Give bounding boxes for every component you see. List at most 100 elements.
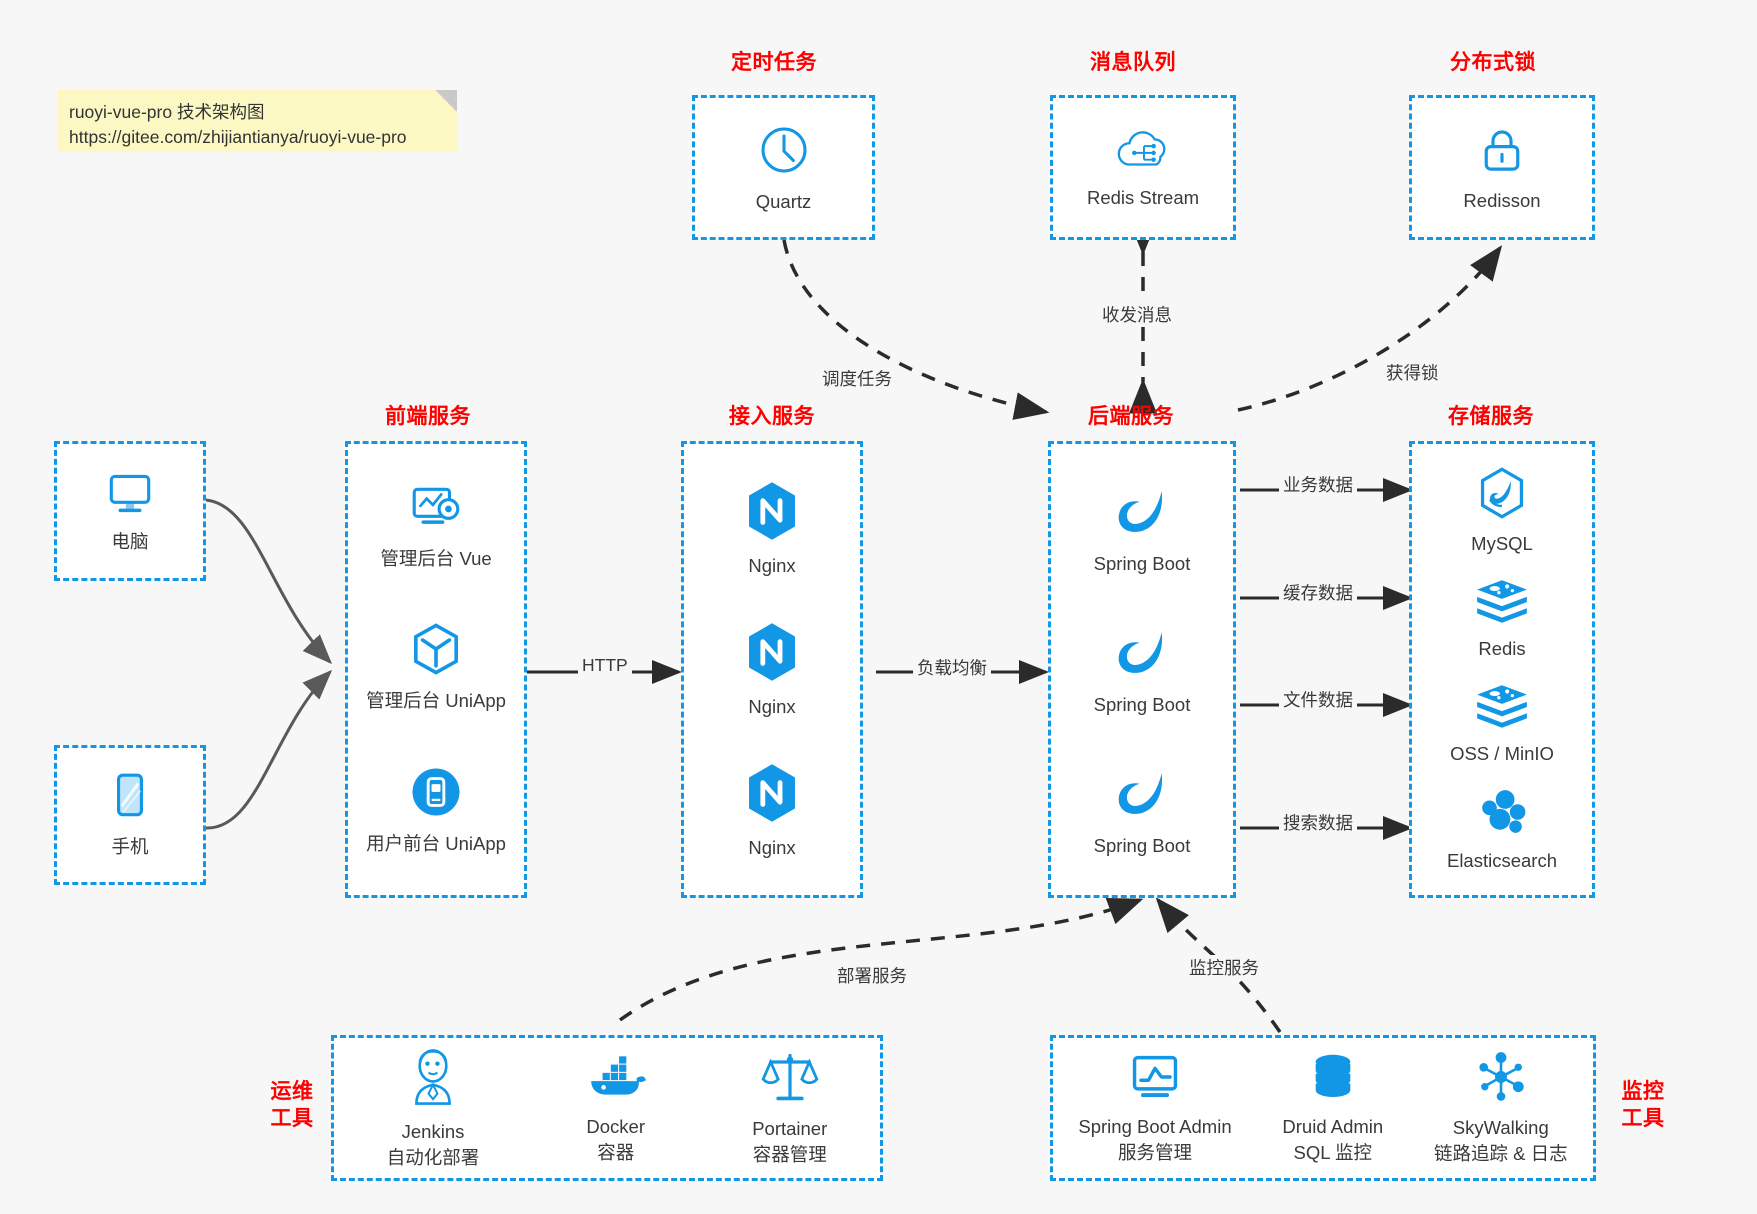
cloud-stream-icon bbox=[1114, 126, 1172, 179]
dashboard-gear-icon bbox=[408, 483, 464, 540]
node-admin-uniapp[interactable]: 管理后台 UniApp bbox=[366, 621, 506, 713]
nginx-icon bbox=[743, 480, 801, 547]
group-gateway-services[interactable]: Nginx Nginx Nginx bbox=[681, 441, 863, 898]
hexagon-cube-icon bbox=[408, 621, 464, 682]
edge-label-deploy-service: 部署服务 bbox=[833, 963, 911, 988]
node-spring-boot-2[interactable]: Spring Boot bbox=[1093, 623, 1191, 717]
node-label: 电脑 bbox=[111, 531, 149, 552]
node-label: Redisson bbox=[1463, 189, 1541, 211]
node-label: Quartz bbox=[755, 190, 812, 212]
node-sublabel: 容器 bbox=[597, 1142, 635, 1163]
monitor-chart-icon bbox=[1127, 1051, 1183, 1108]
group-frontend-services[interactable]: 管理后台 Vue 管理后台 UniApp 用户前台 UniApp bbox=[345, 441, 527, 898]
node-mysql[interactable]: MySQL bbox=[1471, 466, 1533, 556]
node-quartz[interactable]: Quartz bbox=[756, 122, 812, 214]
mysql-dolphin-icon bbox=[1475, 466, 1529, 525]
group-backend-services[interactable]: Spring Boot Spring Boot Spring Boot bbox=[1048, 441, 1236, 898]
node-nginx-2[interactable]: Nginx bbox=[743, 621, 801, 719]
node-nginx-3[interactable]: Nginx bbox=[743, 762, 801, 860]
node-computer[interactable]: 电脑 bbox=[103, 468, 157, 554]
sticky-note: ruoyi-vue-pro 技术架构图 https://gitee.com/zh… bbox=[57, 90, 457, 152]
lock-icon bbox=[1475, 123, 1529, 182]
node-label: Docker bbox=[586, 1116, 646, 1137]
edge-label-search-data: 搜索数据 bbox=[1279, 810, 1357, 835]
docker-whale-icon bbox=[585, 1051, 647, 1108]
heading-devops-tools: 运维 工具 bbox=[262, 1078, 322, 1132]
group-devops-tools[interactable]: Jenkins 自动化部署 bbox=[331, 1035, 883, 1181]
group-distributed-lock[interactable]: Redisson bbox=[1409, 95, 1595, 240]
edge-label-load-balance: 负载均衡 bbox=[913, 655, 991, 680]
node-label: 管理后台 UniApp bbox=[366, 690, 506, 712]
heading-gateway: 接入服务 bbox=[729, 405, 815, 428]
heading-message-queue: 消息队列 bbox=[1090, 51, 1176, 74]
node-spring-boot-admin[interactable]: Spring Boot Admin 服务管理 bbox=[1078, 1051, 1232, 1165]
edge-label-schedule-task: 调度任务 bbox=[818, 366, 896, 391]
node-skywalking[interactable]: SkyWalking 链路追踪 & 日志 bbox=[1434, 1050, 1568, 1166]
node-admin-vue[interactable]: 管理后台 Vue bbox=[380, 483, 492, 571]
note-fold-corner bbox=[435, 90, 457, 112]
node-label: Spring Boot Admin bbox=[1078, 1116, 1232, 1137]
node-redis[interactable]: Redis bbox=[1473, 577, 1531, 661]
edge-label-cache-data: 缓存数据 bbox=[1279, 580, 1357, 605]
node-sublabel: 服务管理 bbox=[1118, 1142, 1193, 1163]
heading-distributed-lock: 分布式锁 bbox=[1450, 51, 1536, 74]
node-user-uniapp[interactable]: 用户前台 UniApp bbox=[366, 764, 506, 856]
node-docker[interactable]: Docker 容器 bbox=[585, 1051, 647, 1165]
node-sublabel: 链路追踪 & 日志 bbox=[1433, 1143, 1568, 1164]
node-spring-boot-1[interactable]: Spring Boot bbox=[1094, 482, 1190, 576]
edge-label-http: HTTP bbox=[578, 655, 632, 676]
node-label: 手机 bbox=[111, 836, 149, 857]
nginx-icon bbox=[743, 762, 801, 829]
spring-leaf-icon bbox=[1113, 764, 1171, 827]
note-title: ruoyi-vue-pro 技术架构图 bbox=[69, 102, 265, 122]
smartphone-icon bbox=[108, 771, 152, 828]
node-label: Nginx bbox=[748, 554, 796, 576]
scales-icon bbox=[761, 1049, 819, 1110]
node-sublabel: 自动化部署 bbox=[386, 1147, 480, 1168]
heading-devops-line1: 运维 bbox=[270, 1080, 314, 1103]
node-jenkins[interactable]: Jenkins 自动化部署 bbox=[386, 1046, 480, 1170]
node-sublabel: SQL 监控 bbox=[1293, 1142, 1373, 1163]
node-label: Nginx bbox=[748, 836, 796, 858]
heading-scheduled-task: 定时任务 bbox=[731, 51, 817, 74]
node-elasticsearch[interactable]: Elasticsearch bbox=[1447, 787, 1557, 873]
heading-monitor-tools: 监控 工具 bbox=[1613, 1078, 1673, 1132]
redis-stack-icon bbox=[1473, 682, 1531, 735]
device-computer[interactable]: 电脑 bbox=[54, 441, 206, 581]
node-label: 管理后台 Vue bbox=[380, 548, 492, 570]
node-nginx-1[interactable]: Nginx bbox=[743, 480, 801, 578]
group-scheduled-task[interactable]: Quartz bbox=[692, 95, 875, 240]
device-phone[interactable]: 手机 bbox=[54, 745, 206, 885]
node-label: Elasticsearch bbox=[1446, 849, 1557, 871]
group-storage-services[interactable]: MySQL Redis bbox=[1409, 441, 1595, 898]
monitor-icon bbox=[103, 468, 157, 523]
node-label: MySQL bbox=[1471, 533, 1533, 555]
network-nodes-icon bbox=[1473, 1050, 1529, 1109]
node-portainer[interactable]: Portainer 容器管理 bbox=[752, 1049, 827, 1167]
node-phone[interactable]: 手机 bbox=[108, 771, 152, 859]
group-monitor-tools[interactable]: Spring Boot Admin 服务管理 Druid Admin SQL 监… bbox=[1050, 1035, 1596, 1181]
node-redis-stream[interactable]: Redis Stream bbox=[1087, 126, 1199, 210]
node-label: SkyWalking bbox=[1452, 1117, 1549, 1138]
edge-label-send-receive-message: 收发消息 bbox=[1098, 302, 1176, 327]
node-redisson[interactable]: Redisson bbox=[1463, 123, 1541, 213]
database-cylinder-icon bbox=[1307, 1051, 1359, 1108]
heading-backend: 后端服务 bbox=[1088, 405, 1174, 428]
heading-monitor-line1: 监控 bbox=[1621, 1080, 1665, 1103]
node-sublabel: 容器管理 bbox=[752, 1144, 827, 1165]
node-oss-minio[interactable]: OSS / MinIO bbox=[1450, 682, 1554, 766]
node-label: Jenkins bbox=[401, 1121, 465, 1142]
node-druid-admin[interactable]: Druid Admin SQL 监控 bbox=[1282, 1051, 1383, 1165]
node-label: OSS / MinIO bbox=[1450, 742, 1554, 764]
elasticsearch-cluster-icon bbox=[1475, 787, 1529, 842]
edge-label-monitor-service: 监控服务 bbox=[1185, 955, 1263, 980]
node-spring-boot-3[interactable]: Spring Boot bbox=[1093, 764, 1191, 858]
heading-frontend: 前端服务 bbox=[385, 405, 471, 428]
group-message-queue[interactable]: Redis Stream bbox=[1050, 95, 1236, 240]
spring-leaf-icon bbox=[1113, 623, 1171, 686]
node-label: Spring Boot bbox=[1093, 834, 1191, 856]
node-label: Spring Boot bbox=[1093, 693, 1191, 715]
clock-icon bbox=[756, 122, 812, 183]
edge-label-file-data: 文件数据 bbox=[1279, 687, 1357, 712]
